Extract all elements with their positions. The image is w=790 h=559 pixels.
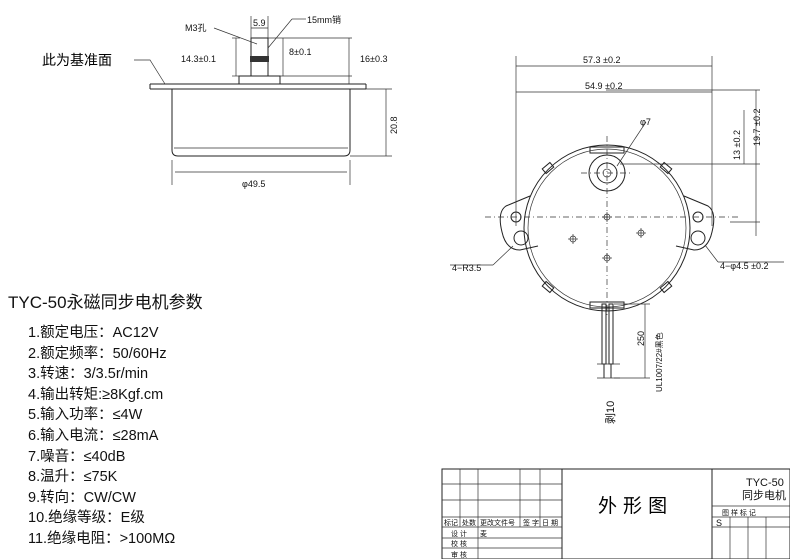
- spec-item: 3.转速：3/3.5r/min: [28, 366, 149, 383]
- gear-hub: [238, 75, 281, 85]
- title-col-file: 更改文件号: [480, 518, 515, 527]
- title-row-review: 审 核: [451, 550, 467, 559]
- dim-8: 8±0.1: [289, 47, 311, 57]
- mounting-ear-right: [675, 195, 715, 251]
- drawing-title: 外 形 图: [598, 495, 667, 517]
- dim-phi-7: φ7: [640, 117, 651, 127]
- spec-item: 9.转向：CW/CW: [28, 489, 136, 506]
- dim-20-8: 20.8: [389, 116, 399, 134]
- mounting-ear-left: [499, 195, 539, 251]
- title-drawing-mark: 图 样 标 记: [722, 508, 756, 517]
- side-view: M3孔 5.9 15mm销 14.3±0.1 8±0.1 16±0.3 20.8…: [42, 14, 399, 189]
- spec-item: 10.绝缘等级：E级: [28, 510, 145, 527]
- shaft-pin: [250, 56, 269, 62]
- dim-phi-49-5: φ49.5: [242, 179, 265, 189]
- dim-54-9: 54.9 ±0.2: [585, 81, 622, 91]
- dim-57-3: 57.3 ±0.2: [583, 55, 620, 65]
- spec-item: 1.额定电压：AC12V: [28, 325, 159, 341]
- spec-panel: TYC-50永磁同步电机参数 1.额定电压：AC12V 2.额定频率：50/60…: [8, 288, 203, 550]
- title-row-check: 校 核: [451, 539, 467, 548]
- dim-16: 16±0.3: [360, 54, 387, 64]
- title-block: 标记 处数 更改文件号 签 字 日 期 设 计 麦 校 核 审 核 外 形 图 …: [441, 468, 790, 559]
- model-line2: 同步电机: [742, 488, 786, 502]
- dim-r3-5: 4−R3.5: [452, 263, 481, 273]
- reference-surface-label: 此为基准面: [42, 52, 112, 68]
- dim-13: 13 ±0.2: [732, 130, 742, 160]
- spec-item: 2.额定频率：50/60Hz: [28, 345, 167, 362]
- title-design-initial: 麦: [480, 529, 487, 538]
- spec-item: 5.输入功率：≤4W: [28, 407, 143, 424]
- title-row-design: 设 计: [451, 529, 467, 538]
- model-line1: TYC-50: [746, 477, 784, 489]
- title-stage-letter: S: [716, 518, 722, 528]
- title-col-count: 处数: [462, 518, 476, 527]
- mount-hole-left-lower: [513, 230, 529, 246]
- spec-title: TYC-50永磁同步电机参数: [8, 293, 203, 312]
- spec-item: 11.绝缘电阻：>100MΩ: [28, 530, 176, 547]
- dim-19-7: 19.7 ±0.2: [752, 109, 762, 146]
- spec-item: 7.噪音：≤40dB: [28, 448, 126, 465]
- strip-10-label: 剥10: [604, 401, 617, 424]
- spec-item: 4.输出转矩:≥8Kgf.cm: [28, 386, 164, 403]
- dim-5-9: 5.9: [253, 18, 266, 28]
- dim-phi-4-5: 4−φ4.5 ±0.2: [720, 261, 769, 271]
- spec-item: 8.温升：≤75K: [28, 469, 118, 486]
- dim-250: 250: [636, 331, 646, 346]
- motor-body: [171, 89, 351, 157]
- dim-15mm-pin: 15mm销: [307, 14, 341, 25]
- top-view: 57.3 ±0.2 54.9 ±0.2 φ7 13 ±0.2 19.7 ±0.2…: [450, 55, 784, 424]
- spec-item: 6.输入电流：≤28mA: [28, 427, 159, 444]
- title-col-date: 日 期: [542, 519, 558, 527]
- rivet-marks: [568, 212, 646, 263]
- m3-hole-label: M3孔: [185, 23, 207, 33]
- mount-hole-right-lower: [690, 230, 706, 246]
- title-col-mark: 标记: [444, 518, 458, 527]
- lead-wires: [597, 303, 650, 379]
- title-col-sign: 签 字: [523, 518, 539, 527]
- dim-14-3: 14.3±0.1: [181, 54, 216, 64]
- wire-spec: UL1007/22#黑色: [654, 332, 664, 392]
- spec-list: 1.额定电压：AC12V 2.额定频率：50/60Hz 3.转速：3/3.5r/…: [8, 323, 203, 550]
